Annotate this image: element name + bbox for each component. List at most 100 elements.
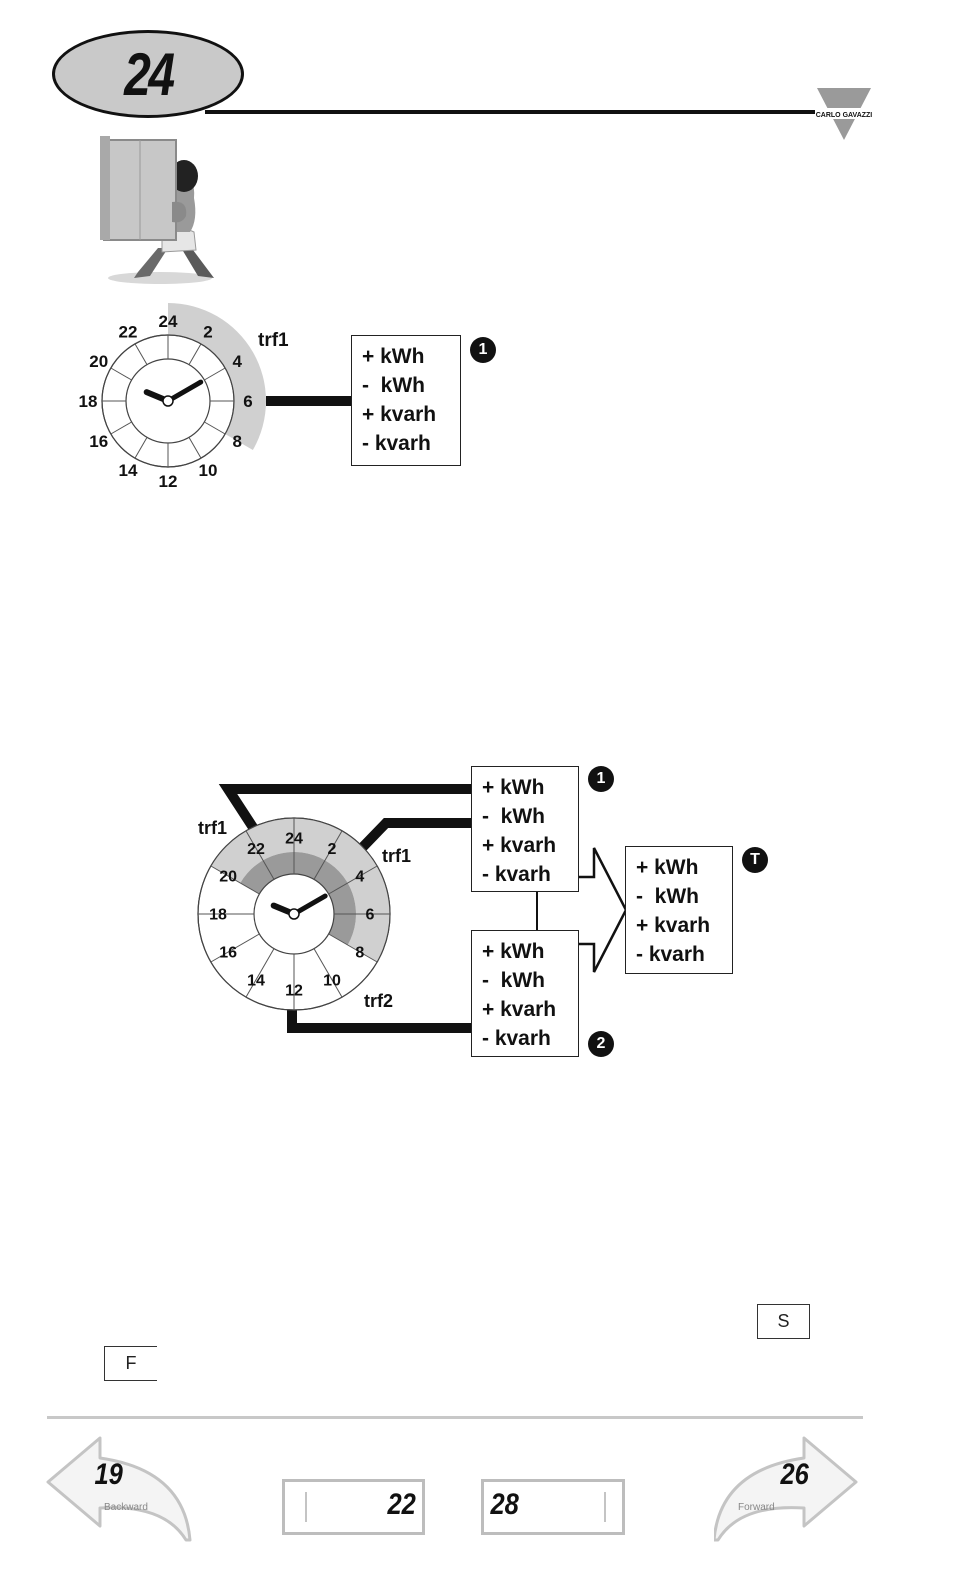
clock-number: 20 bbox=[219, 869, 237, 886]
clock-number: 24 bbox=[159, 312, 178, 331]
clock-center bbox=[162, 395, 174, 407]
connector-line bbox=[266, 396, 352, 406]
clock-tick bbox=[328, 865, 378, 895]
counter-line: + kWh bbox=[636, 856, 699, 879]
f-key-button[interactable]: F bbox=[104, 1346, 157, 1381]
clock-number: 10 bbox=[323, 972, 341, 989]
clock-minute-hand bbox=[291, 893, 328, 917]
clock-minute-hand bbox=[165, 379, 204, 404]
clock-tick bbox=[134, 343, 148, 365]
energy-counter-box-1: + kWh - kWh + kvarh - kvarh bbox=[351, 335, 461, 466]
clock-tick bbox=[210, 933, 260, 963]
clock-number: 18 bbox=[209, 907, 227, 924]
counter-line: - kWh bbox=[482, 969, 545, 992]
clock-tick bbox=[110, 367, 132, 381]
clock-tick bbox=[245, 948, 275, 998]
clock-number: 24 bbox=[285, 831, 303, 848]
counter-line: + kWh bbox=[482, 776, 545, 799]
footer-rule bbox=[47, 1416, 863, 1419]
clock-number: 22 bbox=[119, 323, 138, 342]
clock-number: 18 bbox=[79, 392, 98, 411]
page-jump-box-last[interactable]: 28 bbox=[481, 1479, 625, 1535]
clock-number: 2 bbox=[203, 323, 212, 342]
clock-tick bbox=[204, 421, 226, 435]
energy-counter-box-2: + kWh - kWh + kvarh - kvarh bbox=[471, 930, 579, 1057]
forward-button[interactable]: 26 Forward bbox=[712, 1436, 860, 1544]
tariff-label-trf1-left: trf1 bbox=[198, 818, 228, 838]
clock-number: 20 bbox=[89, 352, 108, 371]
carlo-gavazzi-logo: CARLO GAVAZZI bbox=[815, 88, 873, 142]
marker-1: 1 bbox=[470, 337, 496, 363]
forward-arrow-icon bbox=[712, 1436, 858, 1542]
clock-number: 4 bbox=[355, 869, 364, 886]
clock-number: 12 bbox=[285, 983, 303, 1000]
counter-line: - kvarh bbox=[362, 432, 431, 455]
counter-line: - kWh bbox=[362, 374, 425, 397]
tariff-sector bbox=[210, 818, 390, 962]
clock-tick bbox=[313, 830, 343, 880]
counter-line: - kWh bbox=[636, 885, 699, 908]
clock-number: 8 bbox=[355, 945, 364, 962]
brand-text: CARLO GAVAZZI bbox=[816, 112, 873, 119]
box-divider bbox=[305, 1492, 307, 1522]
counter-line: + kvarh bbox=[482, 834, 557, 857]
forward-label: Forward bbox=[738, 1502, 775, 1513]
clock-number: 22 bbox=[247, 841, 265, 858]
clock-tick bbox=[328, 933, 378, 963]
tariff-label-trf1-right: trf1 bbox=[382, 846, 412, 866]
clock-tick bbox=[188, 343, 202, 365]
clock-tick bbox=[188, 437, 202, 459]
back-page-number: 19 bbox=[94, 1458, 123, 1491]
clock-number: 14 bbox=[247, 972, 265, 989]
back-arrow-icon bbox=[46, 1436, 192, 1542]
counter-line: + kWh bbox=[362, 345, 425, 368]
reading-man-icon bbox=[98, 128, 218, 288]
tariff-label-trf2: trf2 bbox=[364, 991, 394, 1011]
clock-tick bbox=[110, 421, 132, 435]
page-number-badge: 24 bbox=[52, 30, 244, 118]
marker-1: 1 bbox=[588, 766, 614, 792]
counter-line: - kWh bbox=[482, 805, 545, 828]
counter-line: - kvarh bbox=[636, 943, 705, 966]
clock-number: 10 bbox=[199, 461, 218, 480]
counter-line: - kvarh bbox=[482, 863, 551, 886]
box-divider bbox=[604, 1492, 606, 1522]
clock-number: 14 bbox=[119, 461, 138, 480]
counter-line: + kvarh bbox=[482, 998, 557, 1021]
clock-tick bbox=[204, 367, 226, 381]
clock-number: 2 bbox=[328, 841, 337, 858]
clock-number: 16 bbox=[89, 432, 108, 451]
page-jump-box-first[interactable]: 22 bbox=[282, 1479, 425, 1535]
marker-total: T bbox=[742, 847, 768, 873]
second-box-page: 28 bbox=[490, 1488, 519, 1521]
counter-line: - kvarh bbox=[482, 1027, 551, 1050]
tariff-sector bbox=[240, 852, 356, 945]
clock-number: 16 bbox=[219, 945, 237, 962]
clock-number: 6 bbox=[366, 907, 375, 924]
clock-number: 8 bbox=[233, 432, 242, 451]
counter-line: + kWh bbox=[482, 940, 545, 963]
energy-counter-box-total: + kWh - kWh + kvarh - kvarh bbox=[625, 846, 733, 974]
energy-counter-box-1: + kWh - kWh + kvarh - kvarh bbox=[471, 766, 579, 892]
clock-center bbox=[288, 908, 300, 920]
clock-number: 12 bbox=[159, 472, 178, 491]
clock-tick bbox=[134, 437, 148, 459]
counter-line: + kvarh bbox=[636, 914, 711, 937]
counter-line: + kvarh bbox=[362, 403, 437, 426]
page-number: 24 bbox=[123, 40, 175, 108]
clock-number: 4 bbox=[233, 352, 243, 371]
first-box-page: 22 bbox=[387, 1488, 416, 1521]
tariff-sector bbox=[168, 303, 266, 450]
back-label: Backward bbox=[104, 1502, 148, 1513]
s-key-button[interactable]: S bbox=[757, 1304, 810, 1339]
clock-tick bbox=[210, 865, 260, 895]
clock-number: 6 bbox=[243, 392, 252, 411]
clock-tick bbox=[313, 948, 343, 998]
marker-2: 2 bbox=[588, 1031, 614, 1057]
backward-button[interactable]: 19 Backward bbox=[44, 1436, 192, 1544]
header-rule bbox=[205, 110, 817, 114]
